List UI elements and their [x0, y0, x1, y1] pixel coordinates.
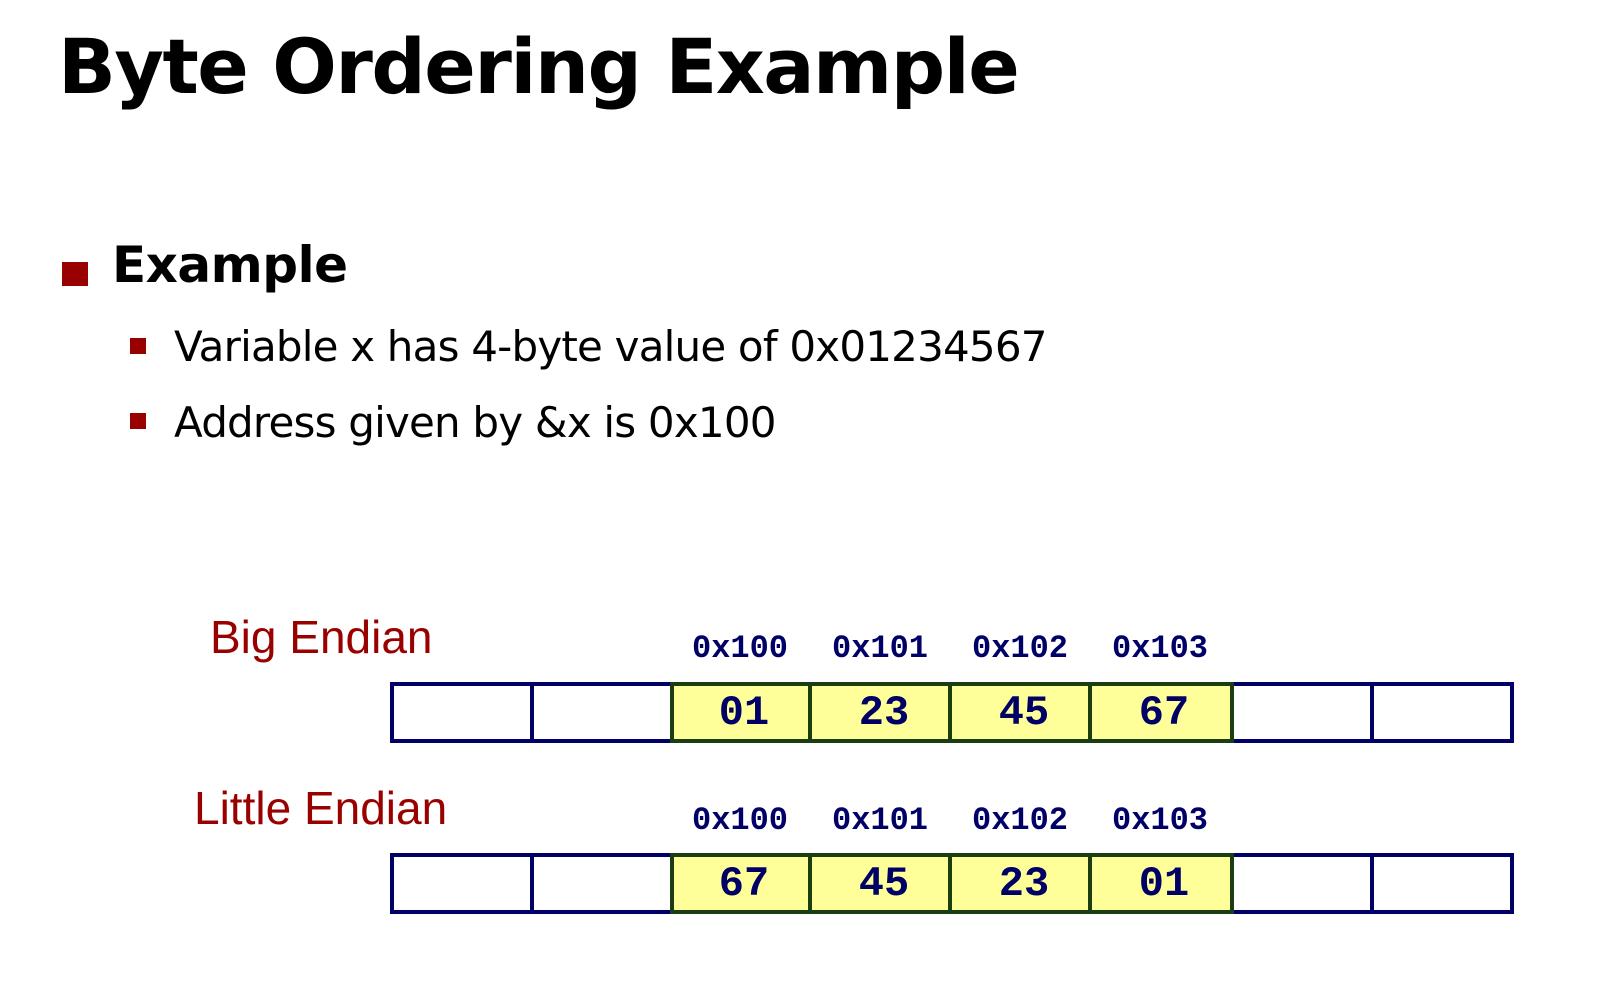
byte-divider — [948, 853, 952, 914]
big-endian-label: Big Endian — [210, 611, 433, 663]
memory-cell-byte: 67 — [674, 857, 814, 910]
memory-cell-empty — [394, 857, 534, 910]
little-endian-address: 0x102 — [971, 802, 1068, 839]
memory-cell-empty — [1234, 857, 1374, 910]
byte-divider — [1088, 682, 1092, 743]
memory-cell-byte: 45 — [954, 686, 1094, 739]
byte-divider — [948, 682, 952, 743]
big-endian-memory-row: 01 23 45 67 — [390, 682, 1514, 743]
bullet-marker — [62, 262, 88, 286]
bullet-marker — [130, 338, 146, 354]
byte-divider — [808, 853, 812, 914]
byte-divider — [1088, 853, 1092, 914]
memory-cell-empty — [534, 857, 674, 910]
memory-cell-empty — [1374, 686, 1514, 739]
page-title: Byte Ordering Example — [58, 22, 1020, 111]
little-endian-label: Little Endian — [194, 782, 448, 834]
memory-cell-byte: 01 — [1094, 857, 1234, 910]
example-heading: Example — [112, 236, 348, 294]
memory-cell-byte: 23 — [954, 857, 1094, 910]
memory-cell-byte: 23 — [814, 686, 954, 739]
little-endian-memory-row: 67 45 23 01 — [390, 853, 1514, 914]
memory-cell-byte: 01 — [674, 686, 814, 739]
little-endian-address: 0x103 — [1111, 802, 1208, 839]
little-endian-address: 0x100 — [691, 802, 788, 839]
memory-cell-byte: 45 — [814, 857, 954, 910]
memory-cell-byte: 67 — [1094, 686, 1234, 739]
big-endian-address: 0x102 — [971, 630, 1068, 667]
little-endian-address: 0x101 — [831, 802, 928, 839]
byte-divider — [808, 682, 812, 743]
memory-cell-empty — [534, 686, 674, 739]
memory-cell-empty — [1234, 686, 1374, 739]
bullet-marker — [130, 413, 146, 429]
big-endian-address: 0x101 — [831, 630, 928, 667]
memory-cell-empty — [1374, 857, 1514, 910]
example-point: Address given by &x is 0x100 — [174, 398, 776, 447]
example-point: Variable x has 4-byte value of 0x0123456… — [174, 322, 1048, 371]
big-endian-address: 0x100 — [691, 630, 788, 667]
memory-cell-empty — [394, 686, 534, 739]
big-endian-address: 0x103 — [1111, 630, 1208, 667]
